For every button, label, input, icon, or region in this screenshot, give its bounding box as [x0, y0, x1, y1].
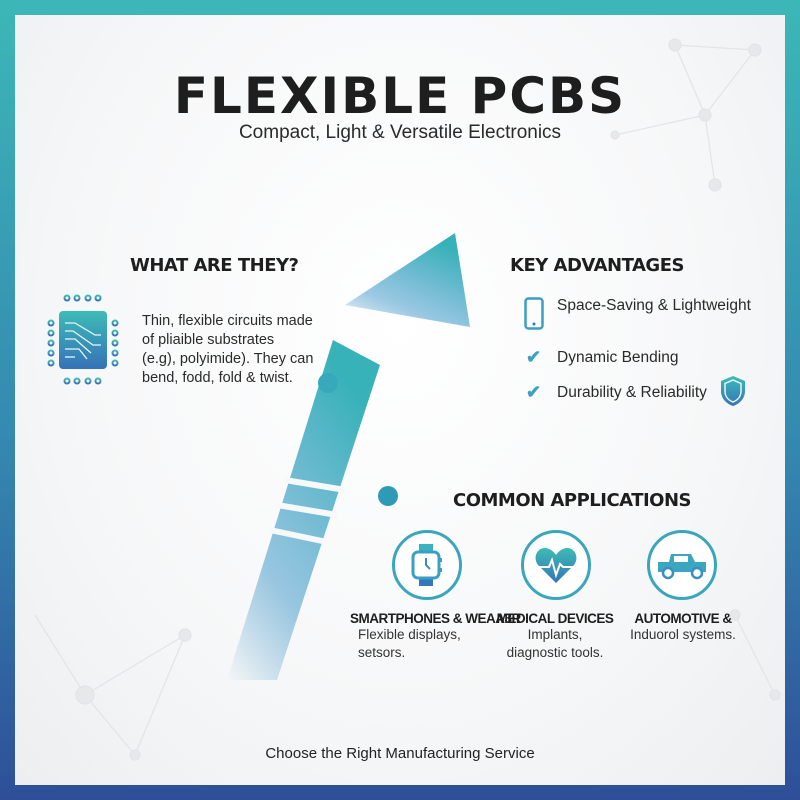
description-line: bend, fodd, fold & twist. — [142, 370, 293, 386]
description-line: Thin, flexible circuits made — [142, 313, 313, 329]
circuit-chip-icon — [47, 294, 119, 385]
application-desc: diagnostic tools. — [506, 645, 604, 660]
car-icon — [647, 530, 717, 600]
application-card: AUTOMOTIVE & Induorol systems. — [623, 611, 743, 644]
description-line: (e.g), polyimide). They can — [142, 351, 314, 367]
arrow-head — [345, 233, 470, 327]
what-heading: WHAT ARE THEY? — [130, 255, 299, 276]
timeline-dot — [318, 373, 338, 393]
checkmark-icon: ✔ — [526, 382, 542, 402]
application-title: AUTOMOTIVE & — [634, 611, 732, 626]
timeline-dot — [378, 486, 398, 506]
advantage-item: Durability & Reliability — [557, 384, 707, 401]
applications-heading: COMMON APPLICATIONS — [453, 490, 692, 511]
application-card: MEDICAL DEVICES Implants, diagnostic too… — [495, 611, 615, 662]
footer-text: Choose the Right Manufacturing Service — [265, 745, 535, 762]
advantage-item: Dynamic Bending — [557, 349, 679, 366]
infographic-panel: FLEXIBLE PCBS Compact, Light & Versatile… — [15, 15, 785, 785]
checkmark-icon: ✔ — [526, 347, 542, 367]
description-line: of pliaible substrates — [142, 332, 275, 348]
heart-pulse-icon — [521, 530, 591, 600]
application-card: SMARTPHONES & WEAA3R Flexible displays, … — [350, 611, 521, 662]
application-title: MEDICAL DEVICES — [496, 611, 614, 626]
page-title: FLEXIBLE PCBS — [173, 67, 627, 125]
application-desc: Implants, — [527, 627, 583, 642]
advantage-item: Space-Saving & Lightweight — [557, 297, 751, 314]
growth-arrow-graphic — [227, 233, 470, 680]
application-title: SMARTPHONES & WEAA3R — [350, 611, 521, 626]
shield-icon — [721, 376, 745, 406]
application-desc: Induorol systems. — [630, 627, 736, 642]
smartwatch-icon — [392, 530, 462, 600]
page-subtitle: Compact, Light & Versatile Electronics — [238, 122, 562, 143]
advantages-heading: KEY ADVANTAGES — [510, 255, 684, 276]
application-desc: Flexible displays, setsors. — [358, 627, 461, 660]
network-background-decoration — [34, 38, 781, 761]
what-description: Thin, flexible circuits made of pliaible… — [142, 312, 313, 388]
smartphone-icon — [524, 297, 544, 330]
